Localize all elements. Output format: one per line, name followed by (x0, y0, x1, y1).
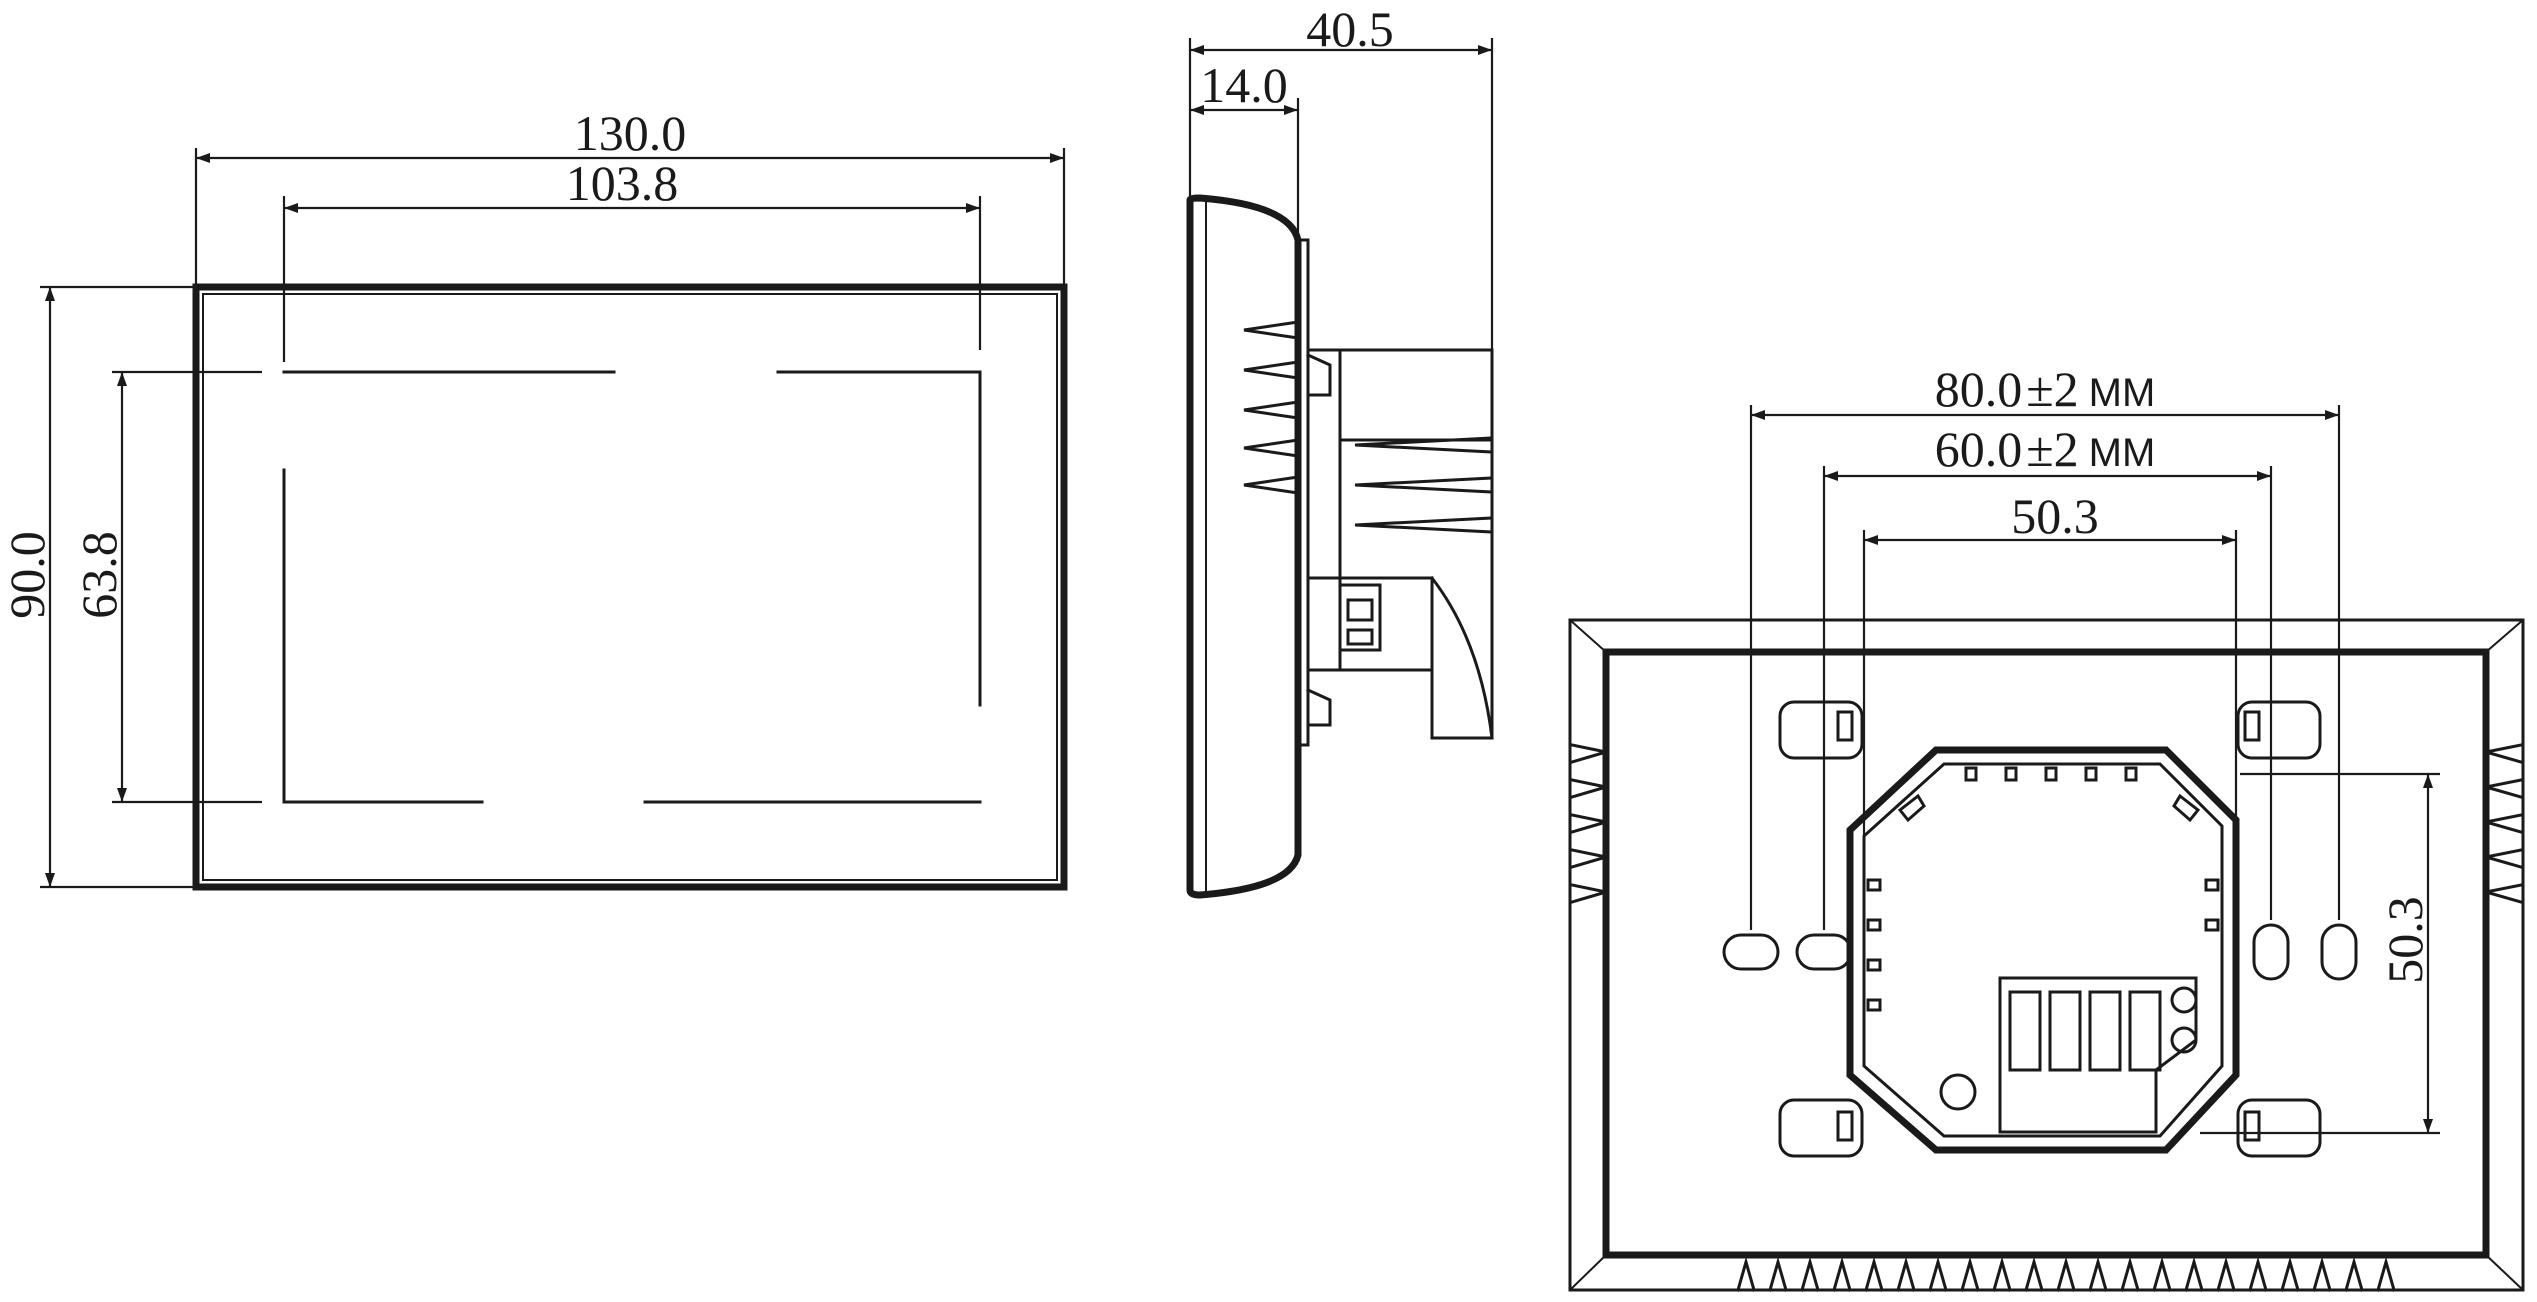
bottom-tooth (1896, 1256, 1916, 1292)
back-box-outline (1846, 746, 2240, 1154)
dimension-height-90: 90.0 (0, 285, 196, 889)
dimension-horizontal-50-3: 50.3 (1862, 488, 2238, 835)
front-housing-outline (192, 283, 1068, 891)
width-label: 130.0 (574, 105, 687, 161)
hole-spacing-outer-label: 80.0 ±2 MM (1935, 361, 2156, 417)
back-frame-inner (1602, 648, 2490, 1259)
hole-spacing-inner-label: 60.0 ±2 MM (1935, 421, 2156, 477)
bottom-tooth (2056, 1256, 2076, 1292)
bottom-tooth (1800, 1256, 1820, 1292)
screen-area-outline (282, 370, 982, 804)
dimension-front-depth-14: 14.0 (1190, 57, 1300, 240)
bottom-tooth (1928, 1256, 1948, 1292)
back-right-ribs (2485, 743, 2523, 904)
bottom-tooth (2312, 1256, 2332, 1292)
dimension-width-130: 130.0 (194, 105, 1066, 287)
back-round-hole (1939, 1073, 1977, 1111)
mounting-slots (1778, 700, 2322, 1158)
side-back-body (1306, 348, 1494, 740)
bottom-tooth (1864, 1256, 1884, 1292)
side-terminal-block (1338, 583, 1382, 652)
back-left-ribs (1570, 743, 1607, 904)
dimension-hole-spacing-outer: 80.0 ±2 MM (1749, 361, 2341, 930)
bottom-tooth (2280, 1256, 2300, 1292)
back-view: 80.0 ±2 MM 60.0 ±2 MM 50.3 (1568, 361, 2525, 1292)
bottom-tooth (2184, 1256, 2204, 1292)
bottom-tooth (2024, 1256, 2044, 1292)
depth-label: 40.5 (1306, 1, 1394, 57)
dimension-inner-height-63-8: 63.8 (71, 370, 262, 804)
back-box-top-nubs (1964, 766, 2138, 782)
dimension-depth-40-5: 40.5 (1188, 1, 1494, 350)
height-label: 90.0 (0, 531, 55, 619)
bottom-tooth (2088, 1256, 2108, 1292)
screw-holes (1722, 923, 2358, 981)
bottom-tooth (1992, 1256, 2012, 1292)
bottom-tooth (1768, 1256, 1788, 1292)
front-view: 130.0 103.8 90.0 63.8 (0, 105, 1068, 891)
bottom-tooth (1832, 1256, 1852, 1292)
inner-height-label: 63.8 (71, 531, 127, 619)
horizontal-label: 50.3 (2011, 488, 2099, 544)
front-housing-inner-edge (202, 293, 1058, 881)
bottom-tooth (2120, 1256, 2140, 1292)
inner-width-label: 103.8 (566, 155, 679, 211)
back-box-side-nubs (1866, 878, 2220, 1012)
side-front-cover (1186, 194, 1302, 899)
vertical-label: 50.3 (2377, 896, 2433, 984)
bottom-tooth (1960, 1256, 1980, 1292)
side-view: 40.5 14.0 (1186, 1, 1494, 899)
bottom-tooth (2216, 1256, 2236, 1292)
dimension-inner-width-103-8: 103.8 (282, 155, 982, 362)
back-terminal-block (1998, 976, 2198, 1134)
back-box-inner (1862, 762, 2224, 1138)
bottom-tooth (2376, 1256, 2396, 1292)
bottom-tooth (2344, 1256, 2364, 1292)
side-ribs-left (1243, 320, 1300, 495)
side-ribs-right (1354, 436, 1494, 534)
bottom-tooth (2152, 1256, 2172, 1292)
dimension-hole-spacing-inner: 60.0 ±2 MM (1822, 421, 2273, 930)
bottom-tooth (2248, 1256, 2268, 1292)
bottom-tooth (1736, 1256, 1756, 1292)
back-bottom-teeth (1736, 1256, 2396, 1292)
front-depth-label: 14.0 (1200, 57, 1288, 113)
dimension-vertical-50-3: 50.3 (2200, 772, 2440, 1135)
